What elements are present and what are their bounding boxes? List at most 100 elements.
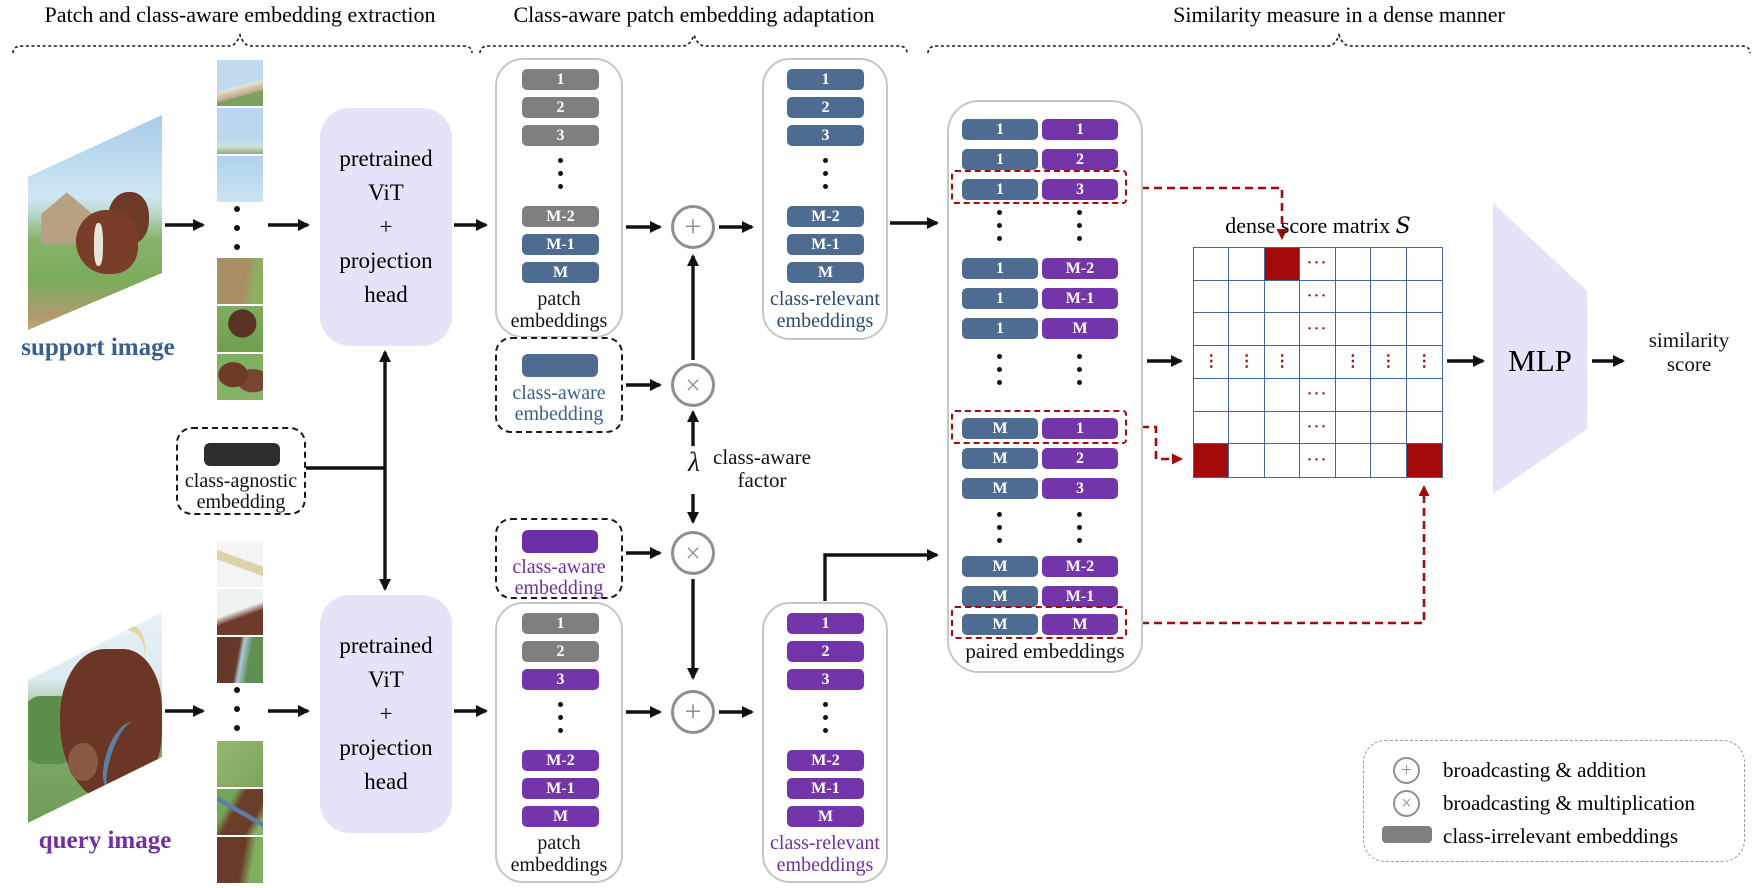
matrix-cell: ··· [1300,280,1336,314]
query-patch-4 [217,741,263,787]
embedding-chip: M [787,806,864,827]
query-patch-2 [217,589,263,635]
support-image-label: support image [21,334,175,361]
matrix-cell [1229,411,1265,445]
support-patch-6 [217,354,263,400]
paired-chip-left: M [962,418,1038,439]
matrix-cell [1371,378,1407,412]
matrix-cell: ··· [1300,313,1336,347]
matrix-cell: ··· [1300,378,1336,412]
paired-highlight-M-1 [951,410,1127,444]
matrix-cell [1229,248,1265,281]
matrix-cell [1194,411,1230,445]
query-image-cow-muzzle [68,742,98,782]
matrix-cell: ⋮ [1264,346,1301,379]
embedding-chip: 3 [787,125,864,146]
class-agnostic-embedding-pill [204,443,280,466]
support-image [28,115,162,330]
matrix-cell [1335,248,1372,281]
embedding-chip: M-1 [787,778,864,799]
mlp-label: MLP [1508,343,1572,378]
matrix-cell [1335,313,1372,347]
matrix-cell [1264,248,1301,281]
paired-highlight-M-M [951,606,1127,639]
paired-chip-left: 1 [962,179,1038,200]
support-class-relevant-column: 1 2 3 M-2 M-1 M class-relevant embedding… [762,58,888,340]
query-patch-5 [217,789,263,835]
paired-chip-left: 1 [962,288,1038,309]
column-ellipsis [558,158,563,189]
column-ellipsis [823,702,828,733]
support-patch-2 [217,108,263,154]
query-image-label: query image [38,827,172,854]
arrow-relevant2-to-paired [823,549,939,601]
embedding-chip: 2 [787,641,864,662]
paired-ellipsis [1077,512,1082,543]
matrix-cell [1264,280,1301,314]
section-title-adaptation: Class-aware patch embedding adaptation [513,2,875,27]
embedding-chip: M-1 [522,234,599,255]
paired-ellipsis [997,512,1002,543]
embedding-chip: 1 [522,613,599,634]
paired-chip-right: M [1042,614,1118,635]
vit-module-support: pretrained ViT + projection head [320,108,452,346]
embedding-chip: 2 [787,97,864,118]
matrix-symbol: S [1395,214,1411,239]
embedding-chip: M [522,806,599,827]
matrix-cell [1371,248,1407,281]
paired-ellipsis [1077,354,1082,385]
embedding-chip: 3 [522,125,599,146]
paired-ellipsis [997,354,1002,385]
section-title-extraction: Patch and class-aware embedding extracti… [44,2,436,27]
matrix-cell [1194,313,1230,347]
embedding-chip: M-2 [522,206,599,227]
matrix-cell [1335,378,1372,412]
query-patch-6 [217,837,263,883]
paired-chip-right: M-2 [1042,258,1118,279]
paired-chip-left: M [962,614,1038,635]
paired-ellipsis [997,210,1002,241]
paired-chip-right: M-1 [1042,288,1118,309]
class-aware-embedding-support-box: class-aware embedding [495,337,623,433]
support-patch-embeddings-column: 1 2 3 M-2 M-1 M patch embeddings [495,58,623,338]
broadcast-add-operator-query: + [671,690,715,734]
matrix-cell [1371,280,1407,314]
query-class-relevant-column: 1 2 3 M-2 M-1 M class-relevant embedding… [762,602,888,883]
paired-chip-left: M [962,448,1038,469]
vit-module-query: pretrained ViT + projection head [320,595,452,833]
support-patch-5 [217,306,263,352]
paired-chip-left: M [962,586,1038,607]
lambda-symbol: λ [688,447,700,477]
embedding-chip: 3 [522,669,599,690]
matrix-cell: ··· [1300,411,1336,445]
embedding-chip: 1 [787,613,864,634]
matrix-cell: ⋮ [1229,346,1265,379]
matrix-cell [1194,248,1230,281]
support-patches-ellipsis [234,206,240,250]
plus-circle-icon: + [1393,757,1420,784]
legend-item-label: broadcasting & multiplication [1443,791,1695,815]
embedding-chip: 2 [522,641,599,662]
broadcast-multiply-operator-support: × [671,363,715,407]
brace-extraction [12,32,473,54]
paired-chip-right: 1 [1042,418,1118,439]
class-aware-factor-label: class-aware factor [713,445,811,492]
paired-chip-left: M [962,478,1038,499]
matrix-cell: ⋮ [1194,346,1230,379]
red-link-M-M-to-cell [1128,485,1430,625]
embedding-chip: M-2 [787,206,864,227]
query-patch-1 [217,541,263,587]
matrix-cell [1265,444,1301,477]
class-aware-embedding-support-pill [522,354,598,377]
paired-chip-right: M-2 [1042,556,1118,577]
class-aware-embedding-query-label: class-aware embedding [512,556,606,599]
times-circle-icon: × [1393,790,1420,817]
matrix-cell [1335,411,1372,445]
paired-embeddings-column: 1 1 1 2 1 3 1 M-2 1 M-1 1 M M 1 M 2 M 3 … [947,100,1143,673]
matrix-cell: ⋮ [1406,346,1442,379]
class-aware-embedding-query-box: class-aware embedding [495,518,623,599]
matrix-cell: ⋮ [1371,346,1407,379]
class-aware-embedding-query-pill [522,530,598,553]
query-patch-embeddings-column: 1 2 3 M-2 M-1 M patch embeddings [495,602,623,883]
